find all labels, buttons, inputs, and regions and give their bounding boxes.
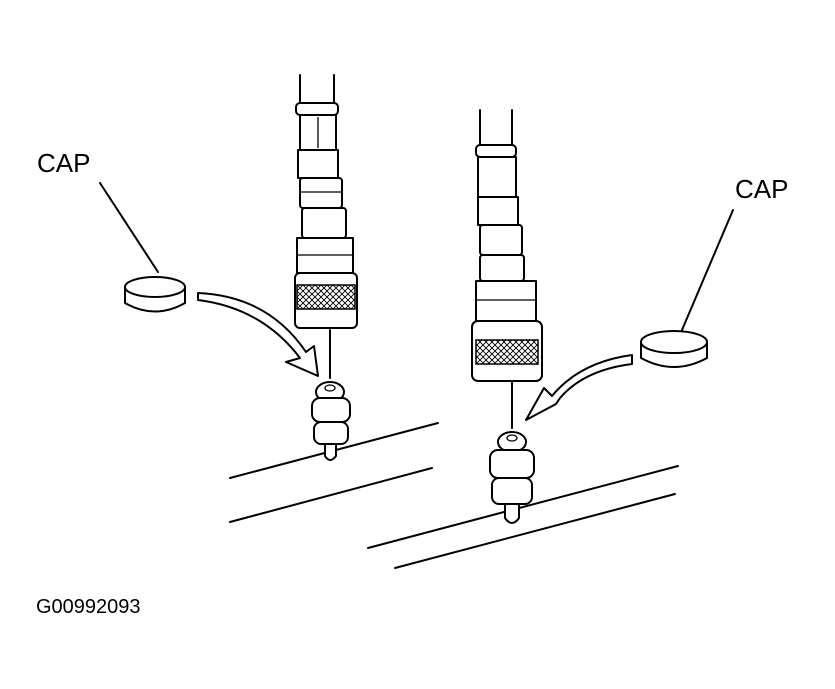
right-cap	[640, 330, 708, 368]
left-bleeder-nipple	[311, 381, 351, 461]
cap-label-right: CAP	[735, 174, 789, 204]
left-arrow	[197, 292, 319, 377]
left-hose-coupler	[294, 74, 358, 379]
right-hose-coupler	[471, 109, 543, 429]
left-cap	[124, 276, 186, 313]
panel-lines	[229, 422, 679, 569]
right-bleeder-nipple	[489, 431, 535, 524]
cap-label-left: CAP	[37, 148, 91, 178]
left-cap-leader	[99, 182, 159, 273]
figure-code: G00992093	[36, 596, 141, 618]
right-cap-leader	[681, 209, 734, 331]
right-arrow	[525, 354, 633, 421]
